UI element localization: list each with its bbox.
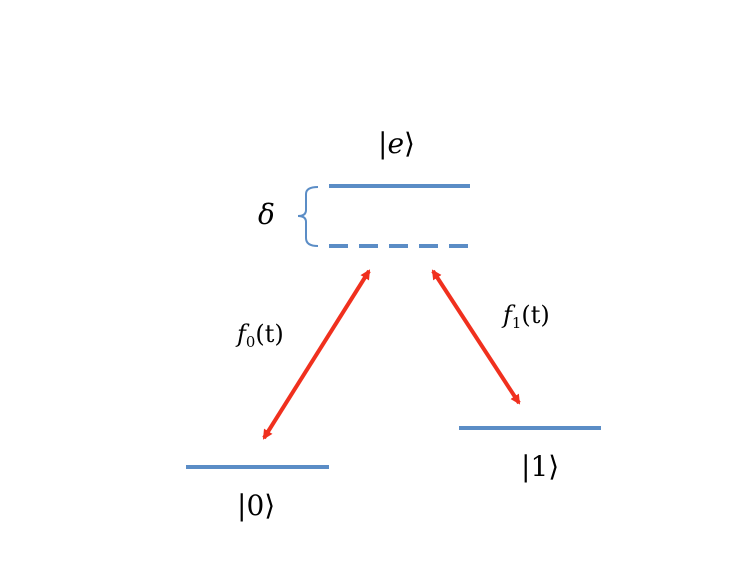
transition-f0-label: f0(t): [237, 322, 284, 350]
transition-f1-arrow: [431, 269, 521, 405]
transition-f0-arrow: [262, 269, 371, 440]
transition-f1-index: 1: [511, 314, 522, 333]
ket-bar: |: [521, 450, 531, 483]
detuning-label: δ: [258, 198, 275, 231]
ground0-state-label: |0⟩: [237, 492, 275, 520]
ground0-state-symbol: 0: [246, 489, 265, 522]
ket-angle: ⟩: [404, 127, 415, 160]
transition-f1-label: f1(t): [503, 303, 550, 331]
detuning-bracket: [297, 186, 319, 247]
transition-f1-symbol: f: [503, 301, 512, 329]
ket-bar: |: [237, 489, 247, 522]
ket-angle: ⟩: [264, 489, 276, 522]
transition-f0-argument: (t): [255, 320, 284, 348]
ket-bar: |: [378, 127, 388, 160]
ket-angle: ⟩: [548, 450, 560, 483]
ground1-state-symbol: 1: [530, 450, 549, 483]
transition-f0-symbol: f: [237, 320, 246, 348]
transition-f1-argument: (t): [521, 301, 550, 329]
excited-state-symbol: e: [387, 127, 405, 160]
transition-f0-index: 0: [245, 333, 256, 352]
excited-state-label: |e⟩: [378, 130, 415, 158]
ground1-state-label: |1⟩: [521, 453, 559, 481]
